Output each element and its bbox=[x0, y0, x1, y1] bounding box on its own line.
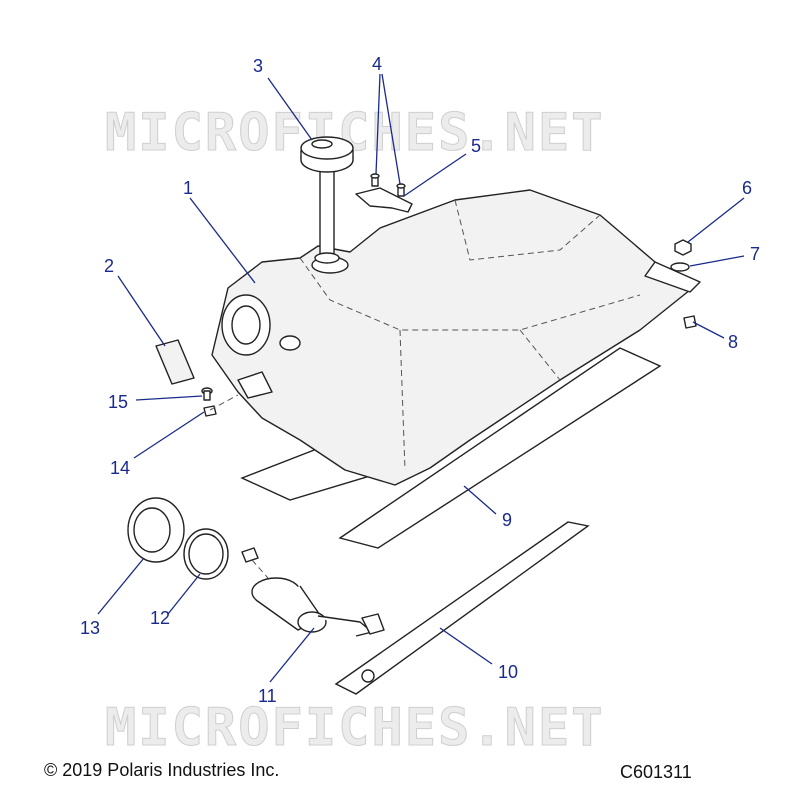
tank-pad-9 bbox=[338, 347, 662, 549]
leader-4b bbox=[381, 73, 401, 185]
nut bbox=[674, 239, 692, 256]
callout-14: 14 bbox=[110, 458, 130, 478]
lock-ring bbox=[127, 497, 185, 563]
callout-8: 8 bbox=[728, 332, 738, 352]
leader-12 bbox=[167, 573, 201, 615]
bolt-4a bbox=[370, 173, 380, 187]
callout-9: 9 bbox=[502, 510, 512, 530]
callout-6: 6 bbox=[742, 178, 752, 198]
leader-15 bbox=[135, 395, 203, 401]
watermark-bottom: MICROFICHES.NET bbox=[105, 698, 605, 758]
washer bbox=[670, 262, 690, 272]
callout-13: 13 bbox=[80, 618, 100, 638]
callout-1: 1 bbox=[183, 178, 193, 198]
callout-15: 15 bbox=[108, 392, 128, 412]
callout-3: 3 bbox=[253, 56, 263, 76]
callout-10: 10 bbox=[498, 662, 518, 682]
leader-2 bbox=[117, 275, 166, 347]
fuel-tank bbox=[211, 189, 701, 486]
label-decal bbox=[155, 339, 195, 385]
leader-3 bbox=[267, 77, 313, 141]
drawing-id: C601311 bbox=[620, 762, 692, 782]
callout-5: 5 bbox=[471, 136, 481, 156]
callout-11: 11 bbox=[258, 686, 277, 706]
screw-15 bbox=[201, 387, 213, 401]
leader-1 bbox=[189, 197, 256, 284]
callout-12: 12 bbox=[150, 608, 170, 628]
bracket bbox=[355, 187, 413, 213]
callout-4: 4 bbox=[372, 54, 382, 74]
leader-10 bbox=[439, 627, 493, 665]
leader-4a bbox=[375, 73, 381, 175]
callout-7: 7 bbox=[750, 244, 760, 264]
fuel-cap-assembly bbox=[300, 136, 354, 264]
tank-strap bbox=[334, 521, 590, 695]
leader-14 bbox=[133, 411, 205, 459]
callout-2: 2 bbox=[104, 256, 114, 276]
leader-7 bbox=[689, 255, 745, 267]
watermark-top: MICROFICHES.NET bbox=[105, 103, 605, 163]
fuel-pump bbox=[241, 547, 385, 637]
seal-ring bbox=[183, 528, 229, 580]
copyright-text: © 2019 Polaris Industries Inc. bbox=[44, 760, 280, 780]
leader-11 bbox=[269, 627, 315, 683]
leader-9 bbox=[463, 485, 497, 515]
bolt-8 bbox=[683, 315, 697, 329]
bolt-4b bbox=[396, 183, 406, 197]
strap-stud bbox=[361, 669, 375, 683]
leader-8 bbox=[692, 321, 725, 339]
leader-13 bbox=[97, 557, 145, 615]
leader-5 bbox=[403, 153, 467, 197]
leader-6 bbox=[687, 197, 745, 243]
